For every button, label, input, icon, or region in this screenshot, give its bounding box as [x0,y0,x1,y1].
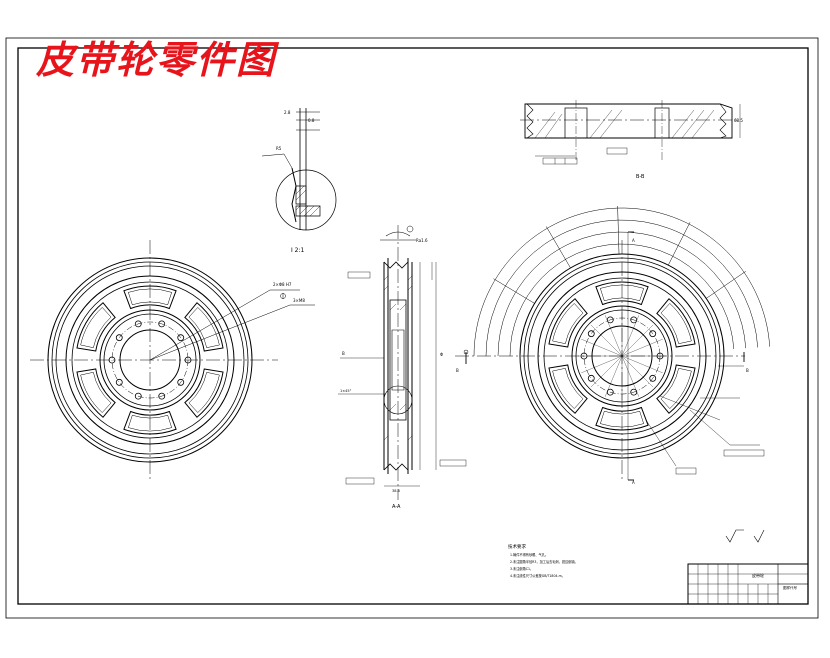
spoke-window [548,298,588,348]
bolt-hole [115,334,123,342]
spoke-window [548,364,588,414]
construction-ray [581,339,623,357]
spoke-window [76,302,116,352]
notes-heading: 技术要求 [508,543,526,550]
bolt-hole [587,374,595,382]
svg-text:Ra1.6: Ra1.6 [416,238,428,243]
svg-text:3×M8: 3×M8 [293,298,305,303]
detail-label: I 2:1 [291,247,305,254]
bolt-hole [115,378,123,386]
spoke-window-inner [600,410,644,428]
svg-text:R5: R5 [276,146,282,151]
drawing-title: 皮带轮零件图 [36,37,277,82]
construction-ray [590,324,623,357]
spoke-window-inner [600,284,644,302]
spoke-window-inner [188,371,220,413]
svg-text:68.5: 68.5 [734,118,743,123]
spoke-window-inner [188,307,220,349]
spoke-window [123,410,177,435]
spoke-window-inner [660,303,692,345]
bolt-hole [649,330,657,338]
front-view-right [455,206,770,481]
cut-letter-b-right: B [746,368,749,373]
bolt-hole [158,320,166,328]
spoke-window-inner [660,367,692,409]
bolt-hole [158,392,166,400]
spoke-window [656,298,696,348]
bolt-hole [649,374,657,382]
outer-border [5,37,819,619]
bolt-hole [606,316,614,324]
svg-text:2×Φ8 H7: 2×Φ8 H7 [273,282,292,287]
svg-text:1×45°: 1×45° [340,389,352,393]
spoke-window-inner [128,288,172,306]
svg-text:B: B [342,351,345,356]
bolt-hole [630,388,638,396]
bolt-hole [630,316,638,324]
section-aa-label: A-A [392,504,401,510]
inner-border [17,47,809,605]
bolt-hole [606,388,614,396]
construction-ray [621,355,654,388]
construction-ray [605,355,623,397]
section-bb-label: B-B [636,174,645,180]
bolt-hole [587,330,595,338]
construction-ray [621,339,663,357]
spoke-window-inner [80,307,112,349]
detail-view-i: 2.8 0.8 R5 [261,108,337,231]
section-b-b: 68.5 [520,100,743,165]
part-name: 皮带轮 [752,572,764,578]
spoke-window [76,368,116,418]
bolt-hole [134,320,142,328]
svg-text:38.8: 38.8 [392,489,400,493]
svg-text:Φ: Φ [440,352,443,357]
construction-ray [590,355,623,388]
bolt-hole [184,356,192,364]
spoke-window [123,285,177,310]
section-a-a: Ra1.6 Φ B 1×45° 38.8 [338,225,467,500]
spoke-window-inner [552,303,584,345]
construction-ray [621,315,639,357]
svg-text:2.8: 2.8 [284,110,291,115]
spoke-window [184,368,224,418]
cut-letter-a-bottom: A [632,480,635,485]
construction-ray [581,355,623,373]
svg-text:0.8: 0.8 [308,118,315,123]
notes-line: 1.铸件不得有砂眼、气孔。 [510,552,548,557]
notes-line: 4.未注线性尺寸公差按GB/T1804-m。 [510,573,565,578]
notes-line: 3.未注倒角C1。 [510,566,533,571]
spoke-window-inner [552,367,584,409]
cut-letter-b-left: B [456,368,459,373]
spoke-window [595,406,649,431]
bolt-hole [177,378,185,386]
bolt-hole [177,334,185,342]
construction-ray [605,315,623,357]
spoke-window [656,364,696,414]
front-view-left: 2×Φ8 H7 3×M8 [30,240,315,480]
bolt-hole [134,392,142,400]
drawing-number: 图样代号 [783,585,797,590]
spoke-window-inner [128,414,172,432]
bolt-hole [108,356,116,364]
construction-ray [621,355,663,373]
construction-ray [621,324,654,357]
title-block [687,563,809,605]
spoke-window [184,302,224,352]
notes-line: 2.未注圆角半径R3，加工后去毛刺，锐边倒钝。 [510,559,578,564]
roughness-symbols [725,529,765,543]
spoke-window [595,281,649,306]
spoke-window-inner [80,371,112,413]
construction-ray [621,355,639,397]
cut-letter-a-top: A [632,238,635,243]
technical-notes: 技术要求 1.铸件不得有砂眼、气孔。 2.未注圆角半径R3，加工后去毛刺，锐边倒… [508,543,578,578]
